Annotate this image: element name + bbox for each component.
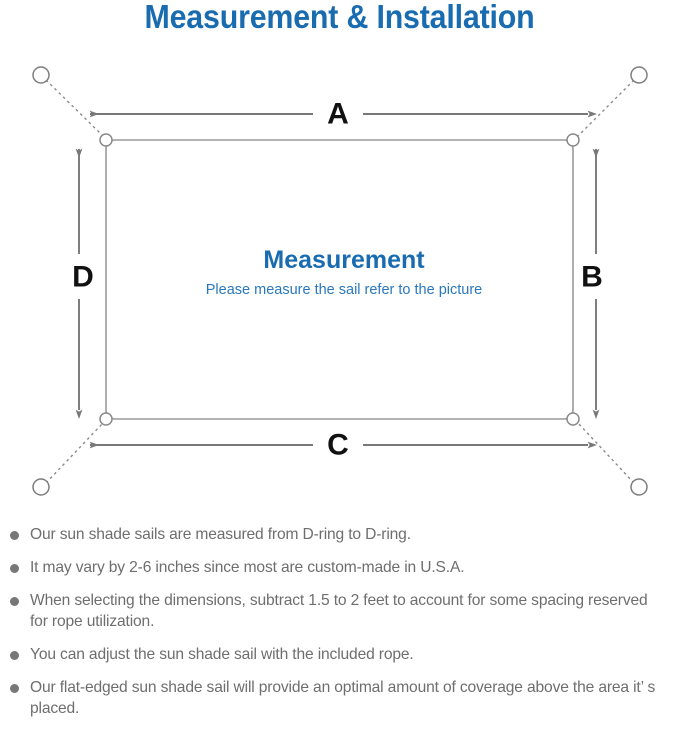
diagram-center-subtext: Please measure the sail refer to the pic… [206, 282, 482, 298]
d-ring-bottom-right [566, 412, 580, 426]
bullet-icon [10, 684, 19, 693]
anchor-point-bottom-right [630, 478, 648, 496]
dimension-label-b: B [581, 261, 603, 294]
anchor-points [32, 66, 648, 496]
diagram-center-heading: Measurement [263, 246, 425, 274]
notes-list: Our sun shade sails are measured from D-… [0, 524, 679, 731]
list-item: It may vary by 2-6 inches since most are… [0, 557, 679, 578]
d-ring-top-right [566, 133, 580, 147]
d-ring-top-left [99, 133, 113, 147]
page-title: Measurement & Installation [144, 0, 535, 35]
dimension-label-d: D [72, 261, 94, 294]
list-item: Our flat-edged sun shade sail will provi… [0, 677, 679, 719]
anchor-connector-bottom-left [45, 422, 104, 484]
anchor-connector-top-right [577, 79, 635, 137]
diagram-svg: A C D B Measurement Please measure the s… [32, 66, 648, 496]
sail-rectangle [105, 139, 574, 420]
dimension-label-a: A [327, 98, 349, 131]
anchor-point-bottom-left [32, 478, 50, 496]
note-text: When selecting the dimensions, subtract … [30, 592, 648, 630]
bullet-icon [10, 531, 19, 540]
bullet-icon [10, 651, 19, 660]
dimension-label-c: C [327, 429, 349, 462]
anchor-connector-bottom-right [577, 422, 635, 484]
bullet-icon [10, 597, 19, 606]
anchor-connector-top-left [45, 79, 104, 137]
anchor-point-top-left [32, 66, 50, 84]
note-text: You can adjust the sun shade sail with t… [30, 646, 414, 663]
note-text: Our sun shade sails are measured from D-… [30, 526, 411, 543]
note-text: Our flat-edged sun shade sail will provi… [30, 679, 656, 717]
d-rings [99, 133, 580, 426]
anchor-point-top-right [630, 66, 648, 84]
list-item: Our sun shade sails are measured from D-… [0, 524, 679, 545]
note-text: It may vary by 2-6 inches since most are… [30, 559, 465, 576]
anchor-connector-lines [45, 79, 635, 484]
list-item: When selecting the dimensions, subtract … [0, 590, 679, 632]
sail-measurement-diagram: A C D B Measurement Please measure the s… [0, 46, 679, 516]
list-item: You can adjust the sun shade sail with t… [0, 644, 679, 665]
d-ring-bottom-left [99, 412, 113, 426]
bullet-icon [10, 564, 19, 573]
